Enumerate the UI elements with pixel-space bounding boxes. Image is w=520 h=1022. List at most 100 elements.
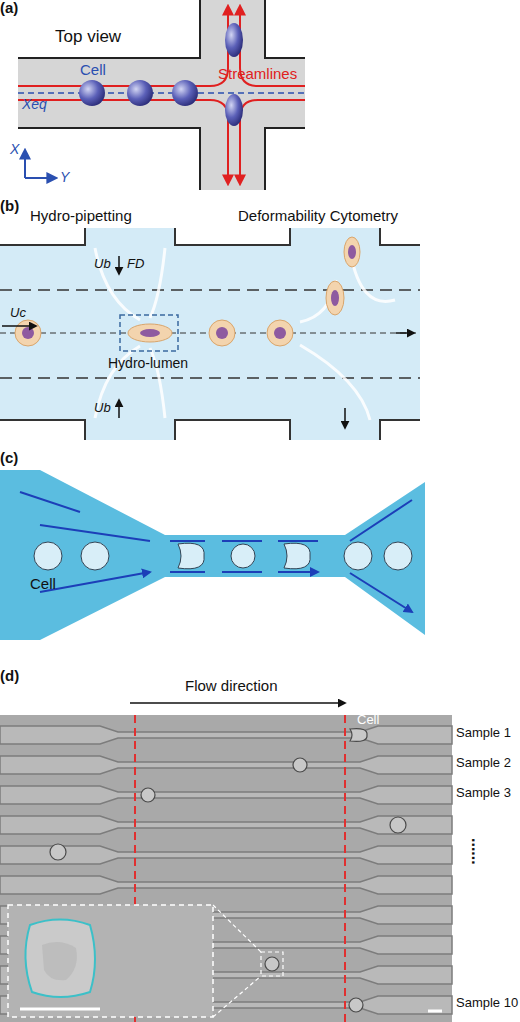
panel-letter: (d) (0, 668, 19, 685)
streamline (18, 100, 228, 184)
cell-image (50, 844, 66, 860)
sample-label: Sample 2 (456, 756, 511, 770)
cell-deformed (284, 543, 310, 569)
hydro-lumen-box (120, 315, 178, 351)
section-title: Hydro-pipetting (30, 208, 132, 225)
force-arrow (118, 400, 120, 418)
cell-stretched (225, 23, 243, 57)
cell-circle (344, 542, 372, 570)
micrograph (0, 715, 452, 1022)
cell-sphere (172, 80, 198, 106)
scale-bar (428, 1010, 442, 1013)
velocity-label: Ub (94, 401, 111, 415)
streamline (240, 100, 305, 184)
flow-arrow (396, 332, 414, 334)
ellipsis-mark: ...... (468, 838, 486, 865)
panel-a (18, 0, 305, 190)
equilibrium-label: Xeq (22, 97, 47, 112)
cell-label: Cell (80, 62, 106, 79)
cell (22, 327, 34, 339)
cell-label: Cell (357, 713, 379, 727)
microchannel (0, 876, 452, 894)
cell (331, 290, 339, 306)
cell-deformed (178, 543, 204, 569)
flow-direction-arrow (130, 702, 345, 704)
sample-label: Sample 10 (456, 996, 518, 1010)
constriction-channel (0, 470, 425, 640)
inset-cell (25, 920, 95, 998)
cell-image (141, 788, 155, 802)
cell (267, 320, 293, 346)
microchannel (0, 756, 452, 774)
panel-letter: (b) (0, 198, 19, 215)
cell (128, 324, 172, 342)
velocity-label: Ub (94, 257, 111, 271)
flow-arrow (2, 325, 36, 327)
sample-label: Sample 1 (456, 726, 511, 740)
channel-fill (0, 228, 420, 440)
zoom-box (261, 952, 283, 976)
cell-sphere (127, 80, 153, 106)
cell (209, 320, 235, 346)
microchannel (0, 726, 452, 744)
panel-letter: (c) (0, 450, 18, 467)
scale-bar (20, 1008, 100, 1011)
flow-arrow (344, 408, 346, 428)
flow-streak (95, 248, 395, 420)
panel-d (0, 703, 452, 1022)
cell (326, 281, 344, 315)
streamline (18, 6, 228, 86)
cell (274, 327, 286, 339)
axis-label: Y (60, 170, 69, 185)
channel-boundary (0, 290, 420, 378)
region-label: Hydro-lumen (108, 356, 188, 371)
cell-image (350, 729, 367, 742)
inset (8, 905, 213, 1017)
inset-nucleus-shade (42, 942, 77, 980)
cell-circle (231, 544, 255, 568)
cell (267, 320, 293, 346)
microchannel (0, 816, 452, 834)
microchannel (0, 846, 452, 864)
channel-wall (18, 0, 305, 190)
flow-arrow (20, 492, 150, 592)
cell (128, 324, 172, 342)
cell-image (293, 758, 307, 772)
axis-arrow (25, 177, 56, 179)
channel-fill (18, 0, 305, 190)
sample-label: Sample 3 (456, 786, 511, 800)
flow-label: Flow direction (185, 678, 278, 695)
axis-label: X (10, 142, 19, 157)
cell (344, 237, 360, 267)
panel-c (0, 470, 425, 640)
channel-wall (0, 228, 420, 440)
cell-sphere (79, 80, 105, 106)
section-title: Deformability Cytometry (238, 208, 398, 225)
cell (140, 329, 160, 337)
cell (326, 281, 344, 315)
axis-arrow (24, 150, 26, 178)
force-arrow (118, 256, 120, 274)
velocity-label: Uc (10, 306, 26, 320)
cell-label: Cell (30, 576, 56, 593)
cell-stretched (225, 94, 243, 126)
panel-title: Top view (55, 28, 121, 47)
microchannel (0, 786, 452, 804)
cell (15, 320, 41, 346)
cell-image (390, 817, 406, 833)
cell (216, 327, 228, 339)
cell (348, 245, 356, 259)
microchannel (0, 726, 452, 1014)
force-label: FD (127, 257, 144, 271)
cell-circle (34, 542, 62, 570)
cell (209, 320, 235, 346)
centerline (18, 92, 305, 94)
cell-image (265, 957, 279, 971)
cell (344, 237, 360, 267)
flow-arrow (170, 541, 318, 572)
panel-b (0, 228, 420, 440)
cell-circle (384, 542, 412, 570)
